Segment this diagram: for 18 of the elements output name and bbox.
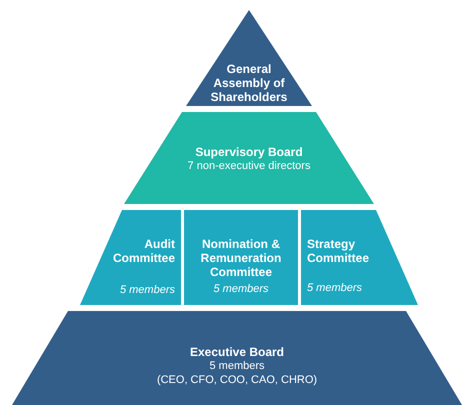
tier-subtitle: 7 non-executive directors bbox=[186, 159, 312, 173]
tier-title: Audit Committee bbox=[112, 237, 175, 265]
pyramid-tier bbox=[80, 210, 181, 305]
pyramid-tier bbox=[124, 112, 374, 204]
tier-title: Executive Board bbox=[188, 345, 286, 359]
pyramid-tier bbox=[186, 10, 312, 106]
pyramid-tier bbox=[301, 210, 418, 305]
tier-note: (CEO, CFO, COO, CAO, CHRO) bbox=[156, 373, 318, 387]
tier-title: Nomination & Remuneration Committee bbox=[200, 237, 282, 279]
tier-subtitle: 5 members bbox=[212, 282, 270, 296]
tier-title: Strategy Committee bbox=[307, 237, 370, 265]
tier-subtitle: 5 members bbox=[118, 283, 175, 297]
pyramid-tier bbox=[12, 311, 462, 405]
tier-subtitle: 5 members bbox=[208, 359, 266, 373]
tier-subtitle: 5 members bbox=[307, 281, 364, 295]
tier-title: General Assembly of Shareholders bbox=[210, 62, 288, 104]
tier-title: Supervisory Board bbox=[194, 145, 304, 159]
pyramid-tier bbox=[184, 210, 298, 305]
